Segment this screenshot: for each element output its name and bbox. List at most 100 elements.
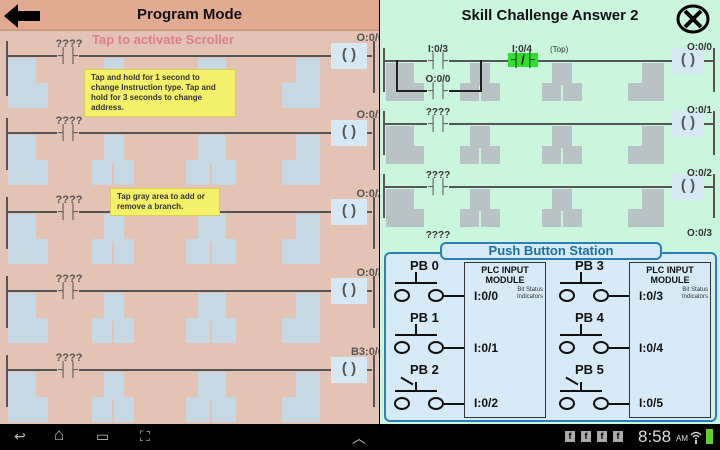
branch-area[interactable] bbox=[114, 239, 134, 264]
right-power-rail bbox=[373, 41, 375, 93]
branch-area bbox=[460, 209, 479, 227]
contact-address: I:0/3 bbox=[427, 44, 448, 55]
branch-area[interactable] bbox=[92, 318, 112, 343]
branch-area bbox=[628, 209, 664, 227]
coil-instruction[interactable]: ( ) bbox=[331, 199, 367, 225]
branch-area[interactable] bbox=[8, 160, 48, 185]
push-button-3[interactable]: PB 3 bbox=[559, 258, 631, 308]
branch-area[interactable] bbox=[186, 397, 210, 422]
branch-area[interactable] bbox=[198, 135, 226, 163]
push-button-1[interactable]: PB 1 bbox=[394, 310, 466, 360]
left-power-rail bbox=[6, 276, 8, 328]
second-contact-address: I:0/4 bbox=[511, 44, 532, 55]
branch-area[interactable] bbox=[8, 83, 48, 108]
branch-area[interactable] bbox=[282, 397, 320, 422]
branch-area[interactable] bbox=[212, 397, 236, 422]
contact-address: ???? bbox=[55, 273, 83, 285]
left-power-rail bbox=[383, 48, 385, 92]
terminal-wire bbox=[444, 347, 464, 349]
coil-instruction[interactable]: ( ) bbox=[331, 120, 367, 146]
contact-instruction[interactable]: ┤├ bbox=[57, 124, 79, 140]
branch-area[interactable] bbox=[104, 293, 124, 321]
module-title: PLC INPUT MODULE bbox=[646, 265, 694, 285]
button-bar bbox=[560, 390, 602, 392]
branch-area[interactable] bbox=[92, 239, 112, 264]
branch-area bbox=[563, 146, 582, 164]
button-stem bbox=[580, 382, 582, 390]
push-button-0[interactable]: PB 0 bbox=[394, 258, 466, 308]
branch-area bbox=[470, 189, 490, 211]
branch-area[interactable] bbox=[114, 397, 134, 422]
branch-area[interactable] bbox=[282, 83, 320, 108]
arrow-left-icon[interactable] bbox=[4, 4, 40, 28]
branch-area[interactable] bbox=[8, 397, 48, 422]
home-nav-icon[interactable]: ⌂ bbox=[54, 425, 65, 444]
contact-address: ???? bbox=[425, 230, 451, 241]
branch-area[interactable] bbox=[92, 397, 112, 422]
terminal-wire bbox=[609, 403, 629, 405]
branch-area[interactable] bbox=[212, 160, 236, 185]
push-button-5[interactable]: PB 5 bbox=[559, 362, 631, 412]
branch-contact-address: O:0/0 bbox=[425, 74, 451, 85]
push-button-2[interactable]: PB 2 bbox=[394, 362, 466, 412]
coil-address: O:0/3 bbox=[356, 267, 379, 279]
terminal-circle bbox=[394, 341, 410, 354]
left-power-rail bbox=[6, 41, 8, 96]
push-button-label: PB 1 bbox=[410, 310, 439, 325]
branch-area[interactable] bbox=[114, 318, 134, 343]
coil-address: O:0/1 bbox=[356, 109, 379, 121]
branch-area[interactable] bbox=[212, 318, 236, 343]
branch-tip: Tap gray area to add or remove a branch. bbox=[110, 188, 220, 216]
branch-area[interactable] bbox=[8, 318, 48, 343]
back-nav-icon[interactable]: ↩ bbox=[14, 428, 26, 444]
close-circle-x-icon[interactable] bbox=[676, 4, 710, 34]
rung-wire bbox=[384, 60, 713, 62]
branch-area[interactable] bbox=[114, 160, 134, 185]
terminal-circle bbox=[428, 397, 444, 410]
contact-instruction[interactable]: ┤├ bbox=[57, 203, 79, 219]
expand-up-icon[interactable]: ︿ bbox=[352, 430, 366, 446]
contact-instruction[interactable]: ┤├ bbox=[57, 282, 79, 298]
branch-contact-instruction: ┤├ bbox=[427, 82, 449, 98]
push-button-label: PB 5 bbox=[575, 362, 604, 377]
coil-address: B3:0/0 bbox=[350, 346, 379, 358]
coil-address: O:0/1 bbox=[686, 105, 712, 116]
branch-area[interactable] bbox=[92, 160, 112, 185]
screenshot-icon[interactable]: ⛶ bbox=[140, 428, 150, 444]
coil-instruction[interactable]: ( ) bbox=[331, 278, 367, 304]
branch-area[interactable] bbox=[8, 239, 48, 264]
branch-wire bbox=[480, 60, 482, 91]
branch-area[interactable] bbox=[282, 239, 320, 264]
left-power-rail bbox=[6, 118, 8, 170]
scroller-hint[interactable]: Tap to activate Scroller bbox=[92, 32, 235, 47]
branch-area[interactable] bbox=[282, 160, 320, 185]
button-stem bbox=[580, 272, 582, 282]
page-title: Program Mode bbox=[136, 6, 242, 23]
facebook-icon: f bbox=[597, 431, 607, 442]
contact-instruction[interactable]: ┤├ bbox=[57, 361, 79, 377]
branch-area[interactable] bbox=[104, 214, 124, 242]
branch-area bbox=[460, 83, 479, 101]
branch-area[interactable] bbox=[198, 372, 226, 400]
branch-area[interactable] bbox=[198, 214, 226, 242]
left-power-rail bbox=[383, 111, 385, 155]
coil-instruction[interactable]: ( ) bbox=[331, 43, 367, 69]
branch-area[interactable] bbox=[186, 318, 210, 343]
input-address: I:0/0 bbox=[474, 289, 499, 303]
branch-area[interactable] bbox=[186, 160, 210, 185]
branch-area[interactable] bbox=[104, 372, 124, 400]
branch-area[interactable] bbox=[198, 293, 226, 321]
clock-ampm: AM bbox=[676, 434, 688, 443]
terminal-circle bbox=[394, 397, 410, 410]
recent-apps-icon[interactable]: ▭ bbox=[96, 428, 110, 444]
branch-area[interactable] bbox=[104, 135, 124, 163]
contact-instruction[interactable]: ┤├ bbox=[57, 47, 79, 63]
push-button-4[interactable]: PB 4 bbox=[559, 310, 631, 360]
branch-area[interactable] bbox=[186, 239, 210, 264]
branch-area[interactable] bbox=[282, 318, 320, 343]
branch-area bbox=[563, 83, 582, 101]
coil-instruction[interactable]: ( ) bbox=[331, 357, 367, 383]
branch-area[interactable] bbox=[212, 239, 236, 264]
